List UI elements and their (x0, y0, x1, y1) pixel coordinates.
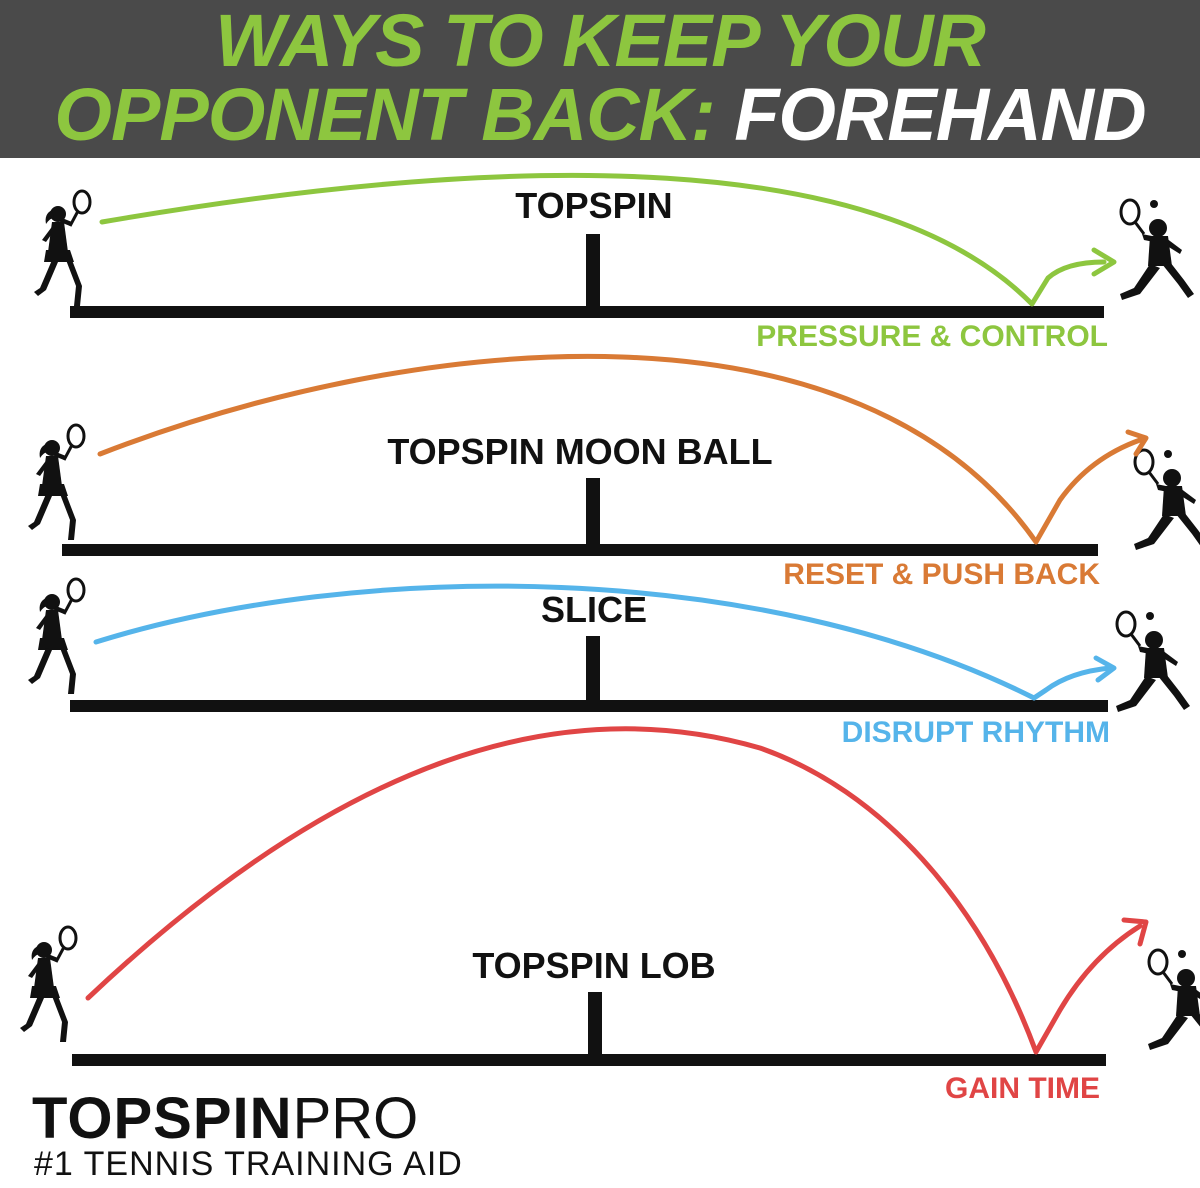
banner-title-green: OPPONENT BACK: (54, 73, 735, 156)
left-player-icon (32, 189, 92, 308)
left-player-icon (26, 423, 86, 542)
trajectory-arrowhead (1125, 429, 1149, 457)
trajectory-arrowhead (1091, 247, 1117, 277)
left-player-icon (26, 577, 86, 696)
right-player-icon (1114, 610, 1192, 714)
net (586, 234, 600, 308)
court-baseline (70, 306, 1104, 318)
shot-outcome: PRESSURE & CONTROL (756, 320, 1108, 353)
right-player-icon (1132, 448, 1200, 552)
shot-title: TOPSPIN LOB (472, 945, 715, 986)
court-baseline (72, 1054, 1106, 1066)
shot-title: TOPSPIN (515, 185, 672, 226)
brand-logo: TOPSPINPRO #1 TENNIS TRAINING AID (32, 1088, 492, 1184)
logo-brand-bold: TOPSPIN (32, 1086, 293, 1151)
right-player-icon (1146, 948, 1200, 1052)
shot-title: SLICE (541, 589, 647, 630)
logo-tagline: #1 TENNIS TRAINING AID (34, 1145, 463, 1183)
logo-wordmark: TOPSPINPRO (32, 1088, 418, 1150)
net (588, 992, 602, 1056)
ball-trajectory (99, 172, 1107, 307)
banner-title-line-2: OPPONENT BACK: FOREHAND (0, 78, 1200, 152)
header-banner: WAYS TO KEEP YOUR OPPONENT BACK: FOREHAN… (0, 0, 1200, 158)
net (586, 478, 600, 546)
shot-outcome: GAIN TIME (945, 1072, 1100, 1105)
trajectory-arrowhead (1121, 917, 1149, 947)
shot-title: TOPSPIN MOON BALL (387, 431, 772, 472)
court-baseline (70, 700, 1108, 712)
ball-trajectory (97, 353, 1143, 545)
court-baseline (62, 544, 1098, 556)
banner-title-line-1: WAYS TO KEEP YOUR (215, 0, 986, 82)
trajectory-arrowhead (1093, 655, 1117, 683)
banner-title-white: FOREHAND (734, 73, 1146, 156)
left-player-icon (18, 925, 78, 1044)
shot-topspin-moon-ball: TOPSPIN MOON BALL RESET & PUSH BACK (26, 353, 1200, 591)
shot-topspin: TOPSPIN PRESSURE & CONTROL (32, 172, 1196, 353)
logo-brand-light: PRO (292, 1086, 419, 1151)
shot-topspin-lob: TOPSPIN LOB GAIN TIME (18, 726, 1200, 1105)
right-player-icon (1118, 198, 1196, 302)
net (586, 636, 600, 702)
ball-trajectory (85, 726, 1143, 1055)
shot-slice: SLICE DISRUPT RHYTHM (26, 577, 1192, 749)
ball-trajectory (93, 583, 1113, 701)
shot-outcome: RESET & PUSH BACK (783, 558, 1100, 591)
shot-outcome: DISRUPT RHYTHM (842, 716, 1110, 749)
